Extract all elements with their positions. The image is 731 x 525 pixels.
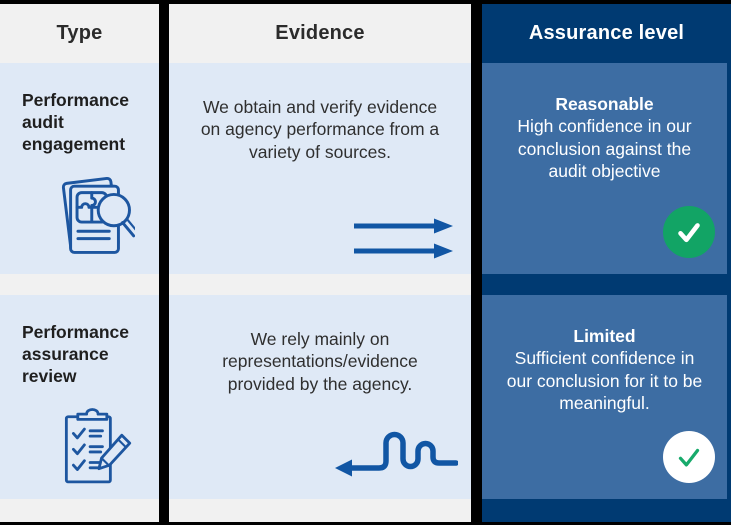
assurance-cell-limited: Limited Sufficient confidence in our con…	[482, 295, 727, 499]
column-type: Type Performance audit engagement Perfor…	[0, 4, 159, 522]
row-gap	[0, 274, 159, 295]
column-header-evidence: Evidence	[169, 4, 471, 63]
assurance-cell-reasonable: Reasonable High confidence in our conclu…	[482, 63, 727, 274]
squiggle-left-arrow-icon	[335, 431, 458, 477]
column-header-type: Type	[0, 4, 159, 63]
evidence-cell-audit: We obtain and verify evidence on agency …	[169, 63, 471, 274]
double-right-arrows-icon	[354, 218, 453, 259]
type-cell-assurance-review: Performance assurance review	[0, 295, 159, 499]
divider-bar	[159, 4, 169, 522]
assurance-level-description: High confidence in our conclusion agains…	[517, 116, 692, 182]
column-evidence: Evidence We obtain and verify evidence o…	[169, 4, 471, 522]
column-header-evidence-label: Evidence	[275, 22, 365, 44]
bottom-gap	[169, 499, 471, 522]
type-label: Performance audit engagement	[22, 90, 129, 155]
bottom-gap	[482, 499, 731, 522]
evidence-cell-review: We rely mainly on representations/eviden…	[169, 295, 471, 499]
white-circle-green-check-icon	[663, 431, 715, 483]
assurance-level-description: Sufficient confidence in our conclusion …	[506, 348, 703, 414]
assurance-level-title: Reasonable	[555, 94, 654, 114]
evidence-text: We rely mainly on representations/eviden…	[222, 329, 418, 394]
type-label: Performance assurance review	[22, 322, 129, 387]
document-puzzle-magnifier-icon	[61, 177, 135, 255]
row-gap	[169, 274, 471, 295]
column-header-assurance-level: Assurance level	[482, 4, 731, 63]
green-circle-white-check-icon	[663, 206, 715, 258]
evidence-text: We obtain and verify evidence on agency …	[200, 97, 440, 162]
type-cell-audit-engagement: Performance audit engagement	[0, 63, 159, 274]
divider-bar	[471, 4, 482, 522]
assurance-level-title: Limited	[573, 326, 636, 346]
column-header-assurance-label: Assurance level	[528, 22, 685, 44]
bottom-gap	[0, 499, 159, 522]
column-header-type-label: Type	[56, 22, 103, 44]
row-gap	[482, 274, 731, 295]
column-assurance-level: Assurance level Reasonable High confiden…	[482, 4, 731, 522]
clipboard-checklist-pencil-icon	[64, 408, 132, 484]
